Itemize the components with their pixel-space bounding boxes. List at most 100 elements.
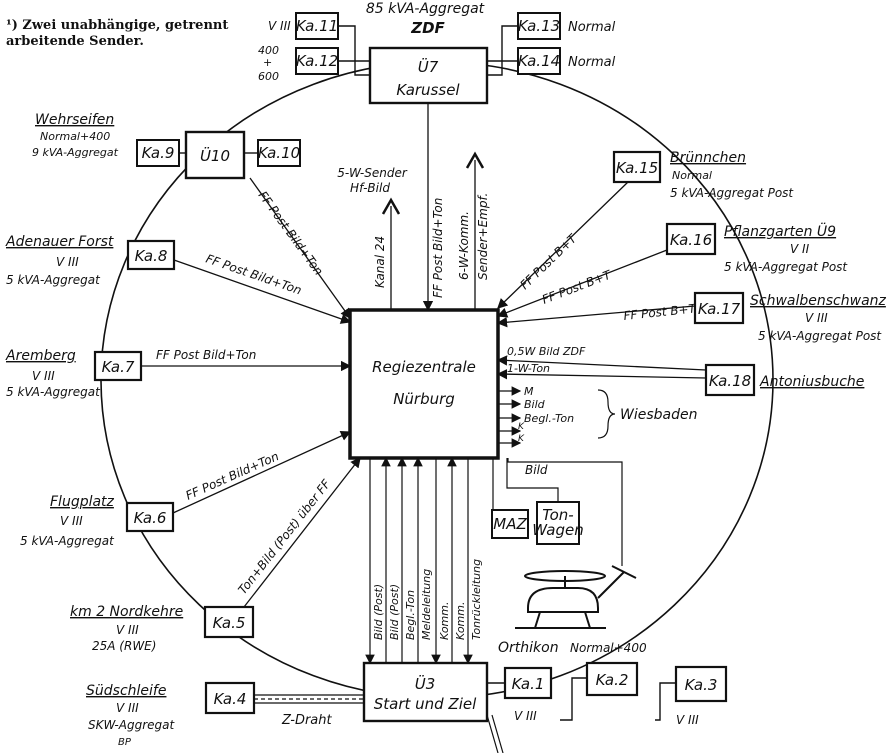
u3-sub: Start und Ziel	[374, 695, 477, 713]
ka18-link-a: 0,5W Bild ZDF	[507, 345, 586, 358]
ka9-label: Ka.9	[142, 144, 175, 162]
u7-link-label: FF Post Bild+Ton	[431, 198, 445, 298]
ka11-note: V III	[268, 19, 291, 33]
v-label-5: Komm.	[438, 602, 451, 640]
zdraht-label: Z-Draht	[281, 713, 333, 728]
ka1-label: Ka.1	[512, 675, 545, 693]
u10-l1: Normal+400	[40, 130, 110, 143]
maz-label: MAZ	[493, 515, 527, 533]
ka12-note3: 600	[258, 70, 279, 83]
v-label-6: Komm.	[454, 602, 467, 640]
bild-label: Bild	[525, 463, 548, 477]
center-line2: Nürburg	[393, 390, 455, 408]
ka15-label: Ka.15	[616, 159, 658, 177]
ka12-label: Ka.12	[296, 52, 338, 70]
ka7-l2: 5 kVA-Aggregat	[6, 385, 101, 399]
helicopter-icon	[515, 566, 636, 628]
ka5-l1: V III	[116, 623, 139, 637]
ka16-l2: 5 kVA-Aggregat Post	[724, 260, 848, 274]
ka5-l2: 25A (RWE)	[92, 639, 156, 653]
ka8-site: Adenauer Forst	[5, 234, 114, 250]
ka8-label: Ka.8	[135, 247, 168, 265]
ka6-link-label: FF Post Bild+Ton	[184, 449, 281, 503]
u10-l2: 9 kVA-Aggregat	[32, 146, 119, 159]
ka4-l1: V III	[116, 701, 139, 715]
sender1-b: Hf-Bild	[350, 181, 390, 195]
ka3-label: Ka.3	[685, 676, 718, 694]
u7-top1: 85 kVA-Aggregat	[366, 1, 485, 17]
u7-top2: ZDF	[410, 19, 445, 37]
sender2-a: 6-W-Komm.	[457, 211, 471, 280]
ka4-l2: SKW-Aggregat	[88, 718, 175, 732]
ka8-l2: 5 kVA-Aggregat	[6, 273, 101, 287]
center-line1: Regiezentrale	[372, 358, 476, 376]
ka11-u7-link	[338, 26, 370, 75]
u10-link-label: FF Post Bild+Ton	[256, 189, 326, 278]
ka16-site: Pflanzgarten Ü9	[724, 222, 836, 240]
ka5-link-label: Ton+Bild (Post) über FF	[235, 476, 334, 597]
sender2-b: Sender+Empf.	[476, 193, 490, 280]
ka7-link-label: FF Post Bild+Ton	[156, 348, 256, 362]
kanal-label: Kanal 24	[373, 236, 387, 288]
v-label-4: Meldeleitung	[420, 569, 433, 640]
wb-k2: K	[518, 434, 525, 444]
v-label-1: Bild (Post)	[372, 584, 385, 640]
ka1-l1: V III	[514, 709, 537, 723]
ka3-l1: V III	[676, 713, 699, 727]
ka8-link-label: FF Post Bild+Ton	[204, 252, 303, 298]
v-label-7: Tonrückleitung	[470, 559, 483, 640]
ka10-label: Ka.10	[258, 144, 300, 162]
ka6-l1: V III	[60, 514, 83, 528]
ka5-label: Ka.5	[213, 614, 246, 632]
u7-name: Ü7	[418, 57, 439, 76]
ka17-link-label: FF Post B+T	[623, 301, 698, 323]
u7-sub: Karussel	[396, 81, 460, 99]
ka7-site: Aremberg	[5, 348, 76, 364]
ka17-label: Ka.17	[698, 300, 741, 318]
ka6-l2: 5 kVA-Aggregat	[20, 534, 115, 548]
ka16-l1: V II	[790, 242, 810, 256]
orthikon-label: Orthikon	[498, 640, 559, 656]
center-box	[350, 310, 498, 458]
ka6-label: Ka.6	[134, 509, 167, 527]
wb-bild: Bild	[524, 398, 546, 411]
ka15-l1: Normal	[672, 169, 712, 182]
wb-begl: Begl.-Ton	[524, 412, 574, 425]
u3-name: Ü3	[415, 674, 436, 693]
ka18-link-b: 1-W-Ton	[507, 362, 550, 375]
ka12-note2: +	[263, 56, 272, 69]
ka2-label: Ka.2	[596, 671, 629, 689]
ka4-site: Südschleife	[86, 683, 166, 699]
u10-site: Wehrseifen	[35, 112, 114, 128]
ka7-l1: V III	[32, 369, 55, 383]
ka15-l2: 5 kVA-Aggregat Post	[670, 186, 794, 200]
wiesbaden-label: Wiesbaden	[620, 407, 697, 423]
ka4-label: Ka.4	[214, 690, 247, 708]
ka13-u7-link	[487, 26, 518, 75]
ka14-note: Normal	[568, 55, 616, 70]
ka13-label: Ka.13	[518, 17, 560, 35]
u10-name: Ü10	[200, 146, 230, 165]
ka6-site: Flugplatz	[50, 494, 115, 510]
ka18-site: Antoniusbuche	[759, 374, 864, 390]
ka16-link-label: FF Post B+T	[540, 267, 614, 307]
v-label-2: Bild (Post)	[388, 584, 401, 640]
tonwagen-l2: Wagen	[532, 521, 583, 539]
ka14-label: Ka.14	[518, 52, 560, 70]
ka2-top: Normal+400	[570, 641, 647, 655]
ka7-label: Ka.7	[102, 358, 135, 376]
ka8-l1: V III	[56, 255, 79, 269]
wb-m: M	[524, 385, 534, 398]
ka17-site: Schwalbenschwanz	[750, 293, 887, 309]
ka13-note: Normal	[568, 20, 616, 35]
ka15-site: Brünnchen	[670, 150, 746, 166]
ka16-label: Ka.16	[670, 231, 712, 249]
ka4-l3: BP	[118, 737, 132, 748]
sender1-a: 5-W-Sender	[337, 166, 408, 180]
ka11-label: Ka.11	[296, 17, 338, 35]
ka17-l2: 5 kVA-Aggregat Post	[758, 329, 882, 343]
ka5-site: km 2 Nordkehre	[70, 604, 183, 620]
v-label-3: Begl.-Ton	[404, 590, 417, 640]
ka18-label: Ka.18	[709, 372, 751, 390]
